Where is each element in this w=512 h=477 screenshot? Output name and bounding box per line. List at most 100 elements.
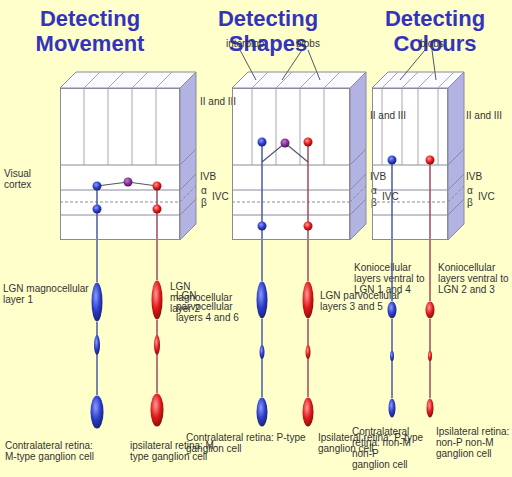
ganglion-cell: Contralateral retina: non-M non-P gangli…: [388, 398, 396, 418]
cell-body: [152, 281, 163, 320]
cortex-cell: [258, 222, 267, 231]
cell-body: [426, 302, 435, 319]
axon-line: [307, 319, 309, 397]
lgn-cell: LGN magnocellular layer 2: [151, 280, 163, 320]
ganglion-cell: Ipsilateral retina: non-P non-M ganglion…: [426, 398, 434, 418]
layer-label: α: [467, 185, 473, 196]
cell-body-shape: [425, 301, 435, 319]
cell-body-shape: [91, 282, 103, 322]
cell-body: [303, 398, 314, 427]
layer-label: β: [467, 197, 473, 208]
cell-body-shape: [151, 280, 163, 320]
cortex-cell: [93, 182, 102, 191]
cell-body-shape: [426, 398, 434, 418]
axon-swelling: [154, 335, 160, 355]
column-title: Detecting Movement: [15, 6, 165, 56]
layer-label: Visual cortex: [4, 168, 50, 190]
layer-label: blobs: [296, 38, 320, 49]
cell-body: [389, 399, 396, 418]
sublayer-boundary: [372, 186, 464, 202]
cortex-cell: [153, 182, 162, 191]
layer-label: II and III: [370, 110, 406, 121]
layer-label: II and III: [200, 96, 236, 107]
cortex-cell: [258, 138, 267, 147]
axon-line: [96, 240, 98, 282]
column-line: [84, 72, 172, 165]
cell-body-shape: [387, 301, 397, 319]
cell-body-shape: [302, 281, 314, 319]
cortex-cell: [304, 138, 313, 147]
layer-label: IVB: [200, 171, 216, 182]
cell-label: Ipsilateral retina: non-P non-M ganglion…: [436, 426, 510, 459]
axon-line: [156, 240, 158, 280]
axon-swelling: [260, 345, 265, 359]
cortex-cell: [93, 205, 102, 214]
cell-body: [427, 399, 434, 418]
cell-label: Contralateral retina: P-type ganglion ce…: [186, 432, 311, 454]
cell-body-shape: [302, 397, 314, 427]
axon-line: [391, 240, 393, 301]
cortex-cell: [281, 139, 290, 148]
block-top-face: [232, 72, 366, 88]
cell-label: Contralateral retina: non-M non-P gangli…: [352, 426, 418, 470]
sublayer-boundary: [232, 186, 366, 202]
axon-line: [429, 319, 431, 398]
cell-label: Contralateral retina: M-type ganglion ce…: [5, 440, 105, 462]
lgn-cell: LGN magnocellular layer 1: [91, 282, 103, 322]
layer-label: IVC: [478, 191, 495, 202]
cortex-cell: [124, 178, 133, 187]
column-line: [252, 72, 340, 165]
axon-swelling: [306, 345, 311, 359]
cell-label: LGN magnocellular layer 1: [3, 283, 91, 305]
cortex-cell: [153, 205, 162, 214]
cell-body: [151, 394, 164, 427]
block-front-face: [60, 88, 180, 240]
cell-body-shape: [90, 395, 104, 429]
cell-body-shape: [256, 397, 268, 427]
lgn-cell: Koniocellular layers ventral to LGN 2 an…: [425, 301, 435, 319]
cell-label: LGN parvocellular layers 4 and 6: [176, 290, 254, 323]
ganglion-cell: ipsilateral retina: M-type ganglion cell: [150, 393, 164, 427]
cell-body: [257, 282, 268, 319]
lgn-cell: Koniocellular layers ventral to LGN 1 an…: [387, 301, 397, 319]
layer-label: β: [201, 197, 207, 208]
block-top-face: [60, 72, 196, 88]
ganglion-cell: Ipsilateral retina: P-type ganglion cell: [302, 397, 314, 427]
axon-line: [429, 160, 431, 240]
axon-line: [261, 319, 263, 397]
cell-body: [257, 398, 268, 427]
cell-label: Koniocellular layers ventral to LGN 2 an…: [438, 262, 510, 295]
column-title: Detecting Shapes: [193, 6, 343, 56]
cell-body: [91, 396, 104, 429]
ganglion-cell: Contralateral retina: P-type ganglion ce…: [256, 397, 268, 427]
cell-body: [388, 302, 397, 319]
lgn-cell: LGN parvocellular layers 3 and 5: [302, 281, 314, 319]
block-side-face: [180, 72, 196, 240]
axon-line: [156, 320, 158, 393]
cortex-cell: [426, 156, 435, 165]
layer-label: IVC: [382, 191, 399, 202]
cell-body-shape: [388, 398, 396, 418]
sublayer-boundary: [60, 186, 196, 202]
cell-label: Koniocellular layers ventral to LGN 1 an…: [354, 262, 430, 295]
layer-boundary: [60, 149, 196, 215]
cortex-block: interblobblobsII and IIIIVBαβIVC: [232, 88, 350, 240]
axon-line: [391, 319, 393, 398]
layer-label: interblob: [226, 38, 264, 49]
cortex-cell: [304, 222, 313, 231]
layer-label: IVB: [466, 171, 482, 182]
lgn-cell: LGN parvocellular layers 4 and 6: [256, 281, 268, 319]
layer-label: α: [201, 185, 207, 196]
axon-line: [96, 322, 98, 395]
cortex-block: Visual cortexII and IIIIVBαβIVC: [60, 88, 180, 240]
cell-body-shape: [256, 281, 268, 319]
cell-body: [92, 283, 103, 322]
cell-body-shape: [150, 393, 164, 427]
cell-body: [303, 282, 314, 319]
axon-swelling: [390, 351, 394, 361]
block-side-face: [448, 72, 464, 240]
block-side-face: [350, 72, 366, 240]
